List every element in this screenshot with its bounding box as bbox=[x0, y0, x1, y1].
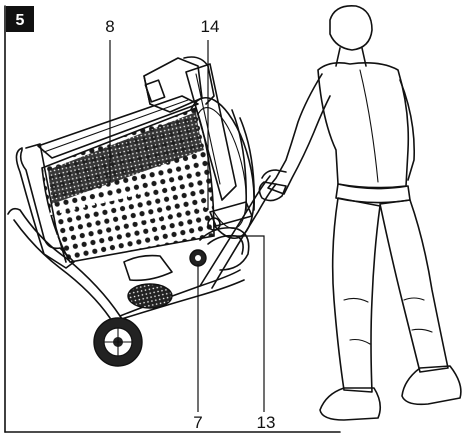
step-badge-box bbox=[6, 6, 34, 32]
transport-wheel bbox=[93, 317, 143, 367]
callout-crank-knob: 7 bbox=[193, 413, 202, 432]
callout-labels: 8 14 7 13 bbox=[105, 17, 275, 432]
callout-handle-bracket: 13 bbox=[257, 413, 276, 432]
callout-leaders bbox=[109, 40, 265, 412]
front-support-disc bbox=[127, 283, 173, 309]
step-number: 5 bbox=[16, 12, 25, 29]
operator-figure bbox=[258, 4, 462, 421]
sieve-machine bbox=[7, 56, 287, 367]
callout-drum: 8 bbox=[105, 17, 114, 36]
step-badge: 5 bbox=[6, 6, 34, 32]
figure-frame bbox=[4, 5, 341, 433]
callout-lock-pin: 14 bbox=[201, 17, 220, 36]
